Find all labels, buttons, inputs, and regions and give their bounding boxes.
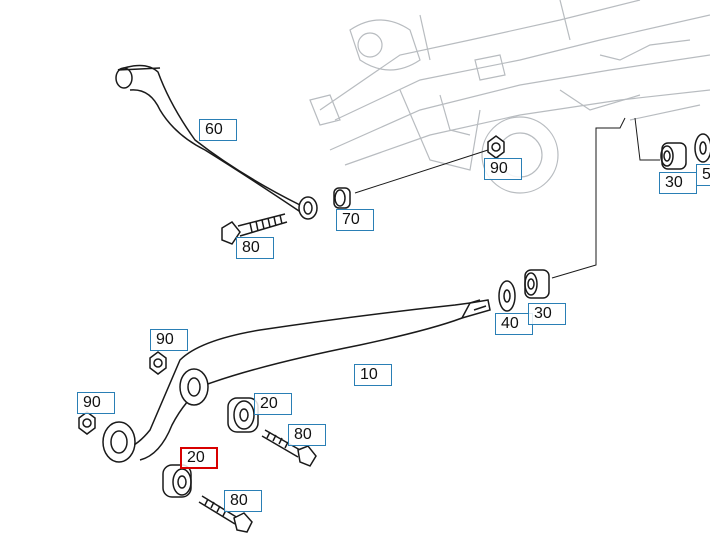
callout-10[interactable]: 10 xyxy=(354,364,392,386)
washer-40 xyxy=(498,280,516,312)
callout-20-upper[interactable]: 20 xyxy=(254,393,292,415)
callout-70[interactable]: 70 xyxy=(336,209,374,231)
bushing-20-lower xyxy=(162,464,192,498)
nut-90-mid xyxy=(149,351,167,375)
callout-30-lower[interactable]: 30 xyxy=(528,303,566,325)
bushing-20-upper xyxy=(227,397,259,433)
callout-90-mid[interactable]: 90 xyxy=(150,329,188,351)
callout-20-lower-highlighted[interactable]: 20 xyxy=(180,447,218,469)
callout-80-lower[interactable]: 80 xyxy=(224,490,262,512)
bushing-30-right xyxy=(660,133,710,170)
callout-30-right[interactable]: 30 xyxy=(659,172,697,194)
callout-40[interactable]: 40 xyxy=(495,313,533,335)
callout-5[interactable]: 5 xyxy=(696,164,710,186)
callout-90-top[interactable]: 90 xyxy=(484,158,522,180)
nut-90-top xyxy=(487,135,505,159)
subframe-background xyxy=(309,0,710,194)
bolt-80-lower xyxy=(198,495,253,533)
control-arm-10 xyxy=(102,299,491,463)
nut-90-left xyxy=(78,411,96,435)
bushing-70 xyxy=(333,187,351,209)
callout-60[interactable]: 60 xyxy=(199,119,237,141)
callout-80-upper[interactable]: 80 xyxy=(236,237,274,259)
bolt-80-mid xyxy=(261,429,317,467)
callout-90-left[interactable]: 90 xyxy=(77,392,115,414)
callout-80-mid[interactable]: 80 xyxy=(288,424,326,446)
strut-arm-60 xyxy=(115,64,318,220)
bushing-30-lower xyxy=(524,269,550,299)
